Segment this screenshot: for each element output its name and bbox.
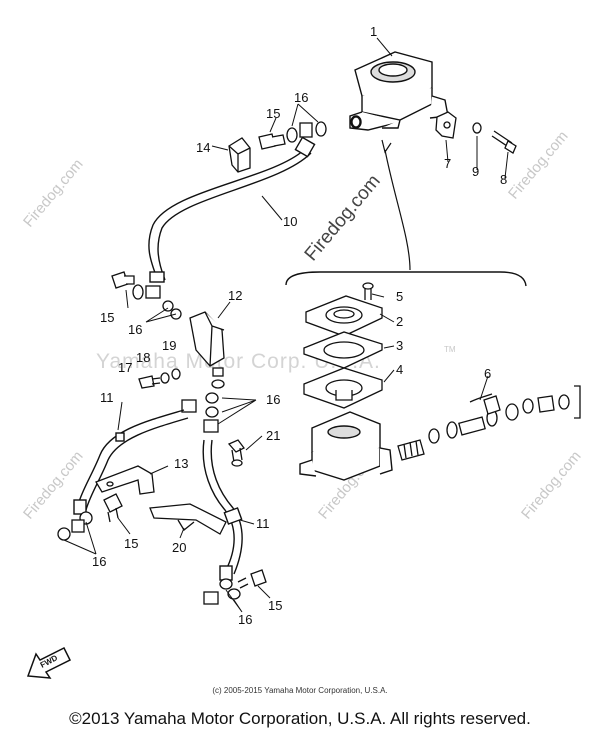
bolt-8 (491, 130, 517, 154)
callout-10: 10 (283, 214, 297, 229)
callout-16-top: 16 (294, 90, 308, 105)
callout-15-lower-right: 15 (268, 598, 282, 613)
callout-15-lower-left: 15 (124, 536, 138, 551)
callout-20: 20 (172, 540, 186, 555)
union-bolt-15-top (258, 133, 286, 150)
cylinder-body-exploded (299, 411, 393, 481)
callout-16-left: 16 (128, 322, 142, 337)
watermark-4: Firedog.com (505, 128, 572, 203)
exploded-group-bracket (285, 139, 527, 287)
callout-5: 5 (396, 289, 403, 304)
diaphragm-4 (303, 367, 383, 409)
callout-12: 12 (228, 288, 242, 303)
union-bolt-15-left (111, 271, 135, 289)
brake-hose-11-left (73, 409, 189, 515)
callout-11-left: 11 (100, 390, 114, 405)
callout-19: 19 (162, 338, 176, 353)
master-cylinder (349, 51, 449, 131)
washer-18 (160, 372, 170, 384)
screw-5 (362, 282, 374, 300)
three-way-joint-12 (189, 311, 225, 389)
callout-3: 3 (396, 338, 403, 353)
footer-copyright: ©2013 Yamaha Motor Corporation, U.S.A. A… (69, 709, 531, 728)
tm-mark: TM (444, 345, 456, 354)
callout-6: 6 (484, 366, 491, 381)
callout-18: 18 (136, 350, 150, 365)
callout-16-lower-left: 16 (92, 554, 106, 569)
leader-lines (63, 37, 509, 613)
callout-4: 4 (396, 362, 403, 377)
union-bolt-15-lower-right (237, 569, 267, 589)
brake-hose-11-right (202, 439, 243, 581)
callout-7: 7 (444, 156, 451, 171)
callout-2: 2 (396, 314, 403, 329)
callout-15-left: 15 (100, 310, 114, 325)
callout-16-lower-right: 16 (238, 612, 252, 627)
watermark-1: Firedog.com (20, 156, 87, 231)
callout-11-right: 11 (256, 516, 270, 531)
callout-17: 17 (118, 360, 132, 375)
washers-16-left (132, 284, 182, 320)
washers-16-mid (181, 392, 219, 433)
callout-8: 8 (500, 172, 507, 187)
bracket-20 (149, 503, 227, 535)
callout-14: 14 (196, 140, 210, 155)
washers-16-top (286, 116, 361, 143)
callout-21: 21 (266, 428, 280, 443)
washer-9 (472, 122, 482, 134)
bracket-7 (435, 111, 457, 139)
callout-16-mid: 16 (266, 392, 280, 407)
diaphragm-plate-3 (303, 331, 383, 369)
banjo-top (299, 122, 313, 138)
diagram-copyright: (c) 2005-2015 Yamaha Motor Corporation, … (212, 686, 388, 695)
piston-kit-6 (397, 393, 570, 461)
cap-14 (228, 137, 251, 173)
callout-9: 9 (472, 164, 479, 179)
bracket-13 (95, 465, 155, 495)
watermark-5: Firedog.com (518, 448, 585, 523)
union-bolt-15-lower-left (103, 493, 123, 523)
callout-1: 1 (370, 24, 377, 39)
brake-hose-10 (148, 136, 316, 283)
reservoir-cap-2 (305, 295, 383, 337)
washer-19 (171, 368, 181, 380)
bolt-17 (138, 375, 161, 389)
callout-labels: 1 2 3 4 5 6 7 8 9 10 11 11 12 13 14 15 1… (92, 24, 507, 627)
watermark-main: Firedog.com (301, 171, 385, 265)
parts-diagram: Yamaha Motor Corp. U.S.A. TM Firedog.com… (20, 24, 585, 679)
banjo-fittings-lower-left (57, 511, 93, 541)
bolt-21 (227, 439, 245, 467)
group-1-bracket (574, 385, 581, 419)
callout-13: 13 (174, 456, 188, 471)
callout-15-top: 15 (266, 106, 280, 121)
fwd-arrow-icon: FWD (26, 646, 72, 679)
